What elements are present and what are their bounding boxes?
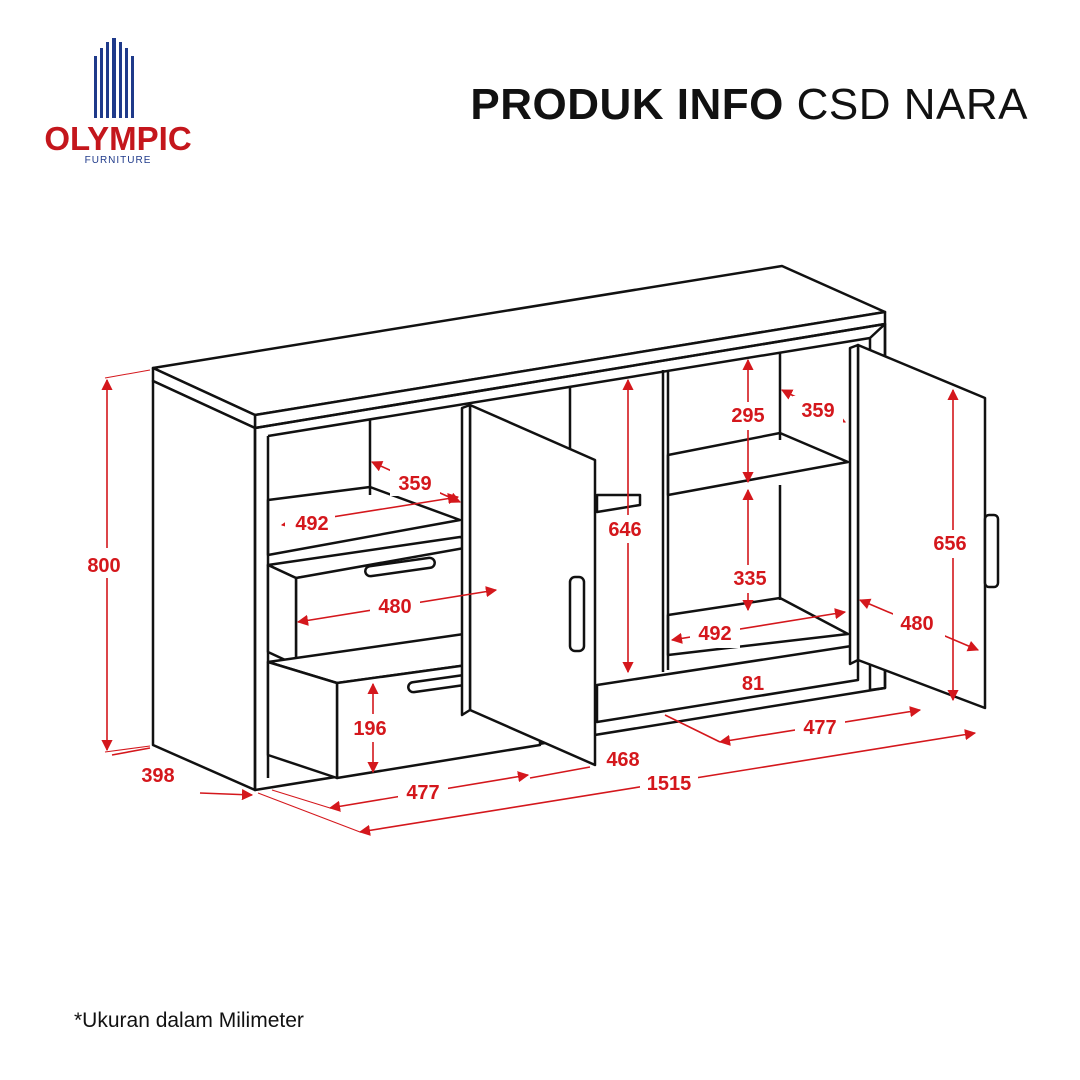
dim-right-lower-height: 335 — [733, 568, 766, 590]
dim-right-door-height: 656 — [933, 533, 966, 555]
dim-right-bottom-width: 492 — [698, 623, 731, 645]
dim-drawer-height: 196 — [353, 718, 386, 740]
dim-height-total: 800 — [87, 555, 120, 577]
logo-bars-icon — [94, 38, 134, 118]
title-bold: PRODUK INFO — [470, 80, 784, 129]
page-title: PRODUK INFO CSD NARA — [470, 80, 1028, 130]
title-regular: CSD NARA — [796, 80, 1028, 129]
left-shelf — [266, 485, 462, 557]
middle-door — [460, 403, 597, 767]
brand-tagline: FURNITURE — [85, 155, 152, 166]
left-side-panel — [151, 379, 257, 792]
dim-door-width-middle: 468 — [606, 749, 639, 771]
dim-left-shelf-depth: 359 — [398, 473, 431, 495]
upper-drawer-handle — [364, 556, 436, 578]
dim-middle-inner-height: 646 — [608, 519, 641, 541]
dim-right-upper-depth: 359 — [801, 400, 834, 422]
dim-depth-total: 398 — [141, 765, 174, 787]
right-shelf — [666, 431, 850, 497]
dim-right-upper-height: 295 — [731, 405, 764, 427]
dim-plinth-height: 81 — [742, 673, 764, 695]
plinth — [595, 643, 860, 724]
dim-right-door-width: 480 — [900, 613, 933, 635]
units-footnote: *Ukuran dalam Milimeter — [74, 1009, 304, 1032]
middle-shelf — [595, 493, 642, 514]
dim-door-section-width-right: 477 — [803, 717, 836, 739]
right-door-handle — [983, 513, 1000, 589]
dim-drawer-section-width: 477 — [406, 782, 439, 804]
dimension-labels: 800 398 1515 477 477 468 492 359 480 196… — [80, 396, 977, 806]
dim-width-total: 1515 — [647, 773, 692, 795]
middle-door-handle — [568, 575, 586, 653]
brand-name: OLYMPIC — [44, 120, 191, 157]
dim-drawer-width: 480 — [378, 596, 411, 618]
dim-left-shelf-width: 492 — [295, 513, 328, 535]
olympic-furniture-logo: OLYMPIC FURNITURE — [44, 38, 192, 166]
right-door — [848, 343, 1000, 710]
